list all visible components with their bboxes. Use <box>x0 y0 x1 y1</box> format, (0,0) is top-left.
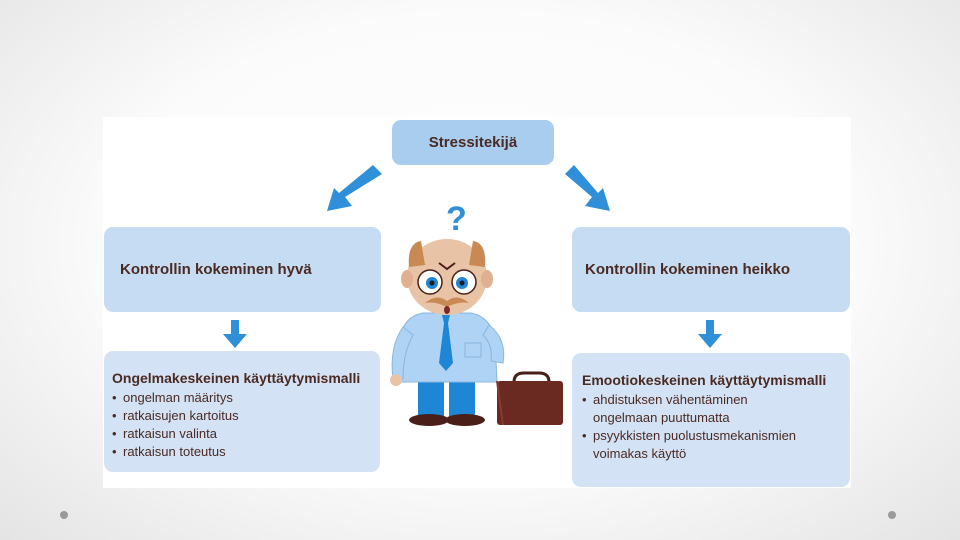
control-good-label: Kontrollin kokeminen hyvä <box>120 261 312 278</box>
arrow-down-left-icon <box>327 165 382 211</box>
problem-focused-list: ongelman määritys ratkaisujen kartoitus … <box>112 389 380 461</box>
list-item: ongelman määritys <box>112 389 380 407</box>
list-item-continuation: voimakas käyttö <box>593 446 687 461</box>
control-weak-label: Kontrollin kokeminen heikko <box>585 261 791 278</box>
stressor-box: Stressitekijä <box>392 120 554 165</box>
diagram-graphics: ? <box>223 165 722 426</box>
stressor-label: Stressitekijä <box>428 134 518 151</box>
list-item: ahdistuksen vähentäminen <box>582 391 850 409</box>
problem-focused-heading: Ongelmakeskeinen käyttäytymismalli <box>112 370 361 386</box>
arrow-down-icon <box>698 320 722 348</box>
arrow-down-icon <box>223 320 247 348</box>
list-item: ratkaisujen kartoitus <box>112 407 380 425</box>
list-item: psyykkisten puolustusmekanismien <box>582 427 850 445</box>
nav-dot-right <box>888 511 896 519</box>
list-item-continuation: ongelmaan puuttumatta <box>593 410 730 425</box>
list-item: ratkaisun toteutus <box>112 443 380 461</box>
control-good-box: Kontrollin kokeminen hyvä <box>104 227 381 312</box>
emotion-focused-box: Emootiokeskeinen käyttäytymismalli ahdis… <box>572 353 850 487</box>
list-item: ratkaisun valinta <box>112 425 380 443</box>
confused-man-icon <box>390 239 505 426</box>
arrow-down-right-icon <box>565 165 610 211</box>
nav-dot-left <box>60 511 68 519</box>
emotion-focused-heading: Emootiokeskeinen käyttäytymismalli <box>582 372 827 388</box>
question-mark: ? <box>446 200 467 238</box>
control-weak-box: Kontrollin kokeminen heikko <box>572 227 850 312</box>
emotion-focused-list: ahdistuksen vähentäminen ongelmaan puutt… <box>582 391 850 463</box>
briefcase-icon <box>496 371 563 426</box>
diagram-panel: Stressitekijä Kontrollin kokeminen hyvä … <box>103 117 851 488</box>
problem-focused-box: Ongelmakeskeinen käyttäytymismalli ongel… <box>104 351 380 472</box>
